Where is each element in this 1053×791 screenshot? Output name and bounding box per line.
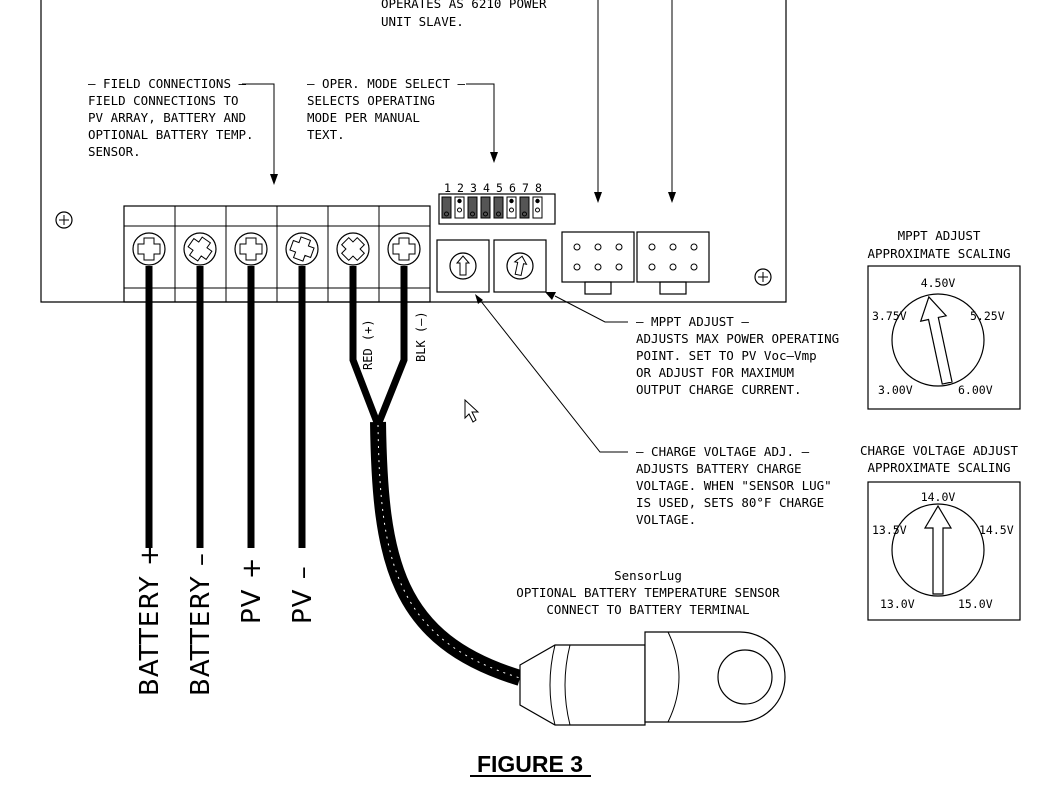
terminal-block (123, 205, 431, 303)
mppt-label-right: 5.25V (970, 309, 1005, 323)
terminal-label-battery-minus: BATTERY – (186, 552, 216, 696)
oper-mode-line-3: TEXT. (307, 127, 345, 142)
mppt-label-left: 3.75V (872, 309, 907, 323)
sensor-cable (349, 266, 523, 686)
charge-scale-title-2: APPROXIMATE SCALING (868, 460, 1011, 475)
terminal-screw-icon (183, 232, 217, 266)
field-connections-line-3: OPTIONAL BATTERY TEMP. (88, 127, 254, 142)
dip-switch[interactable]: 1 2 3 4 5 6 7 8 (438, 181, 556, 225)
terminal-label-battery-plus: BATTERY + (135, 543, 165, 696)
top-note-line-1: OPERATES AS 6210 POWER (381, 0, 547, 11)
charge-note-title: – CHARGE VOLTAGE ADJ. – (636, 444, 810, 459)
charge-label-bottom-right: 15.0V (958, 597, 993, 611)
charge-label-top: 14.0V (921, 490, 956, 504)
sensorlug-line-1: OPTIONAL BATTERY TEMPERATURE SENSOR (516, 585, 780, 600)
dip-label: 2 (457, 181, 464, 195)
terminal-screw-icon (234, 232, 268, 266)
sensorlug-icon (519, 631, 786, 726)
wire-label-red: RED (+) (361, 319, 375, 370)
oper-mode-line-2: MODE PER MANUAL (307, 110, 420, 125)
charge-scale-panel: CHARGE VOLTAGE ADJUST APPROXIMATE SCALIN… (860, 443, 1021, 621)
figure-title: FIGURE 3 (477, 751, 583, 777)
oper-mode-line-1: SELECTS OPERATING (307, 93, 435, 108)
enclosure-screw-icon (754, 268, 772, 286)
mppt-pot[interactable] (493, 239, 547, 293)
sensorlug-name: SensorLug (614, 568, 682, 583)
mppt-scale-title-1: MPPT ADJUST (898, 228, 981, 243)
dip-label: 8 (535, 181, 542, 195)
mppt-note-line-3: OR ADJUST FOR MAXIMUM (636, 365, 794, 380)
terminal-screw-icon (336, 232, 370, 266)
sensorlug-line-2: CONNECT TO BATTERY TERMINAL (546, 602, 749, 617)
mppt-label-bottom-right: 6.00V (958, 383, 993, 397)
dip-label: 7 (522, 181, 529, 195)
mppt-label-top: 4.50V (921, 276, 956, 290)
enclosure-outline (40, 0, 787, 303)
dip-label: 1 (444, 181, 451, 195)
field-connections-line-1: FIELD CONNECTIONS TO (88, 93, 239, 108)
terminal-screw-icon (285, 232, 319, 266)
charge-note-line-3: IS USED, SETS 80°F CHARGE (636, 495, 824, 510)
slave-connector (561, 231, 635, 295)
dip-label: 5 (496, 181, 503, 195)
oper-mode-title: – OPER. MODE SELECT – (307, 76, 466, 91)
mppt-note-line-2: POINT. SET TO PV Voc–Vmp (636, 348, 817, 363)
dip-label: 6 (509, 181, 516, 195)
slave-connector (636, 231, 710, 295)
dip-label: 4 (483, 181, 490, 195)
mppt-note-line-1: ADJUSTS MAX POWER OPERATING (636, 331, 839, 346)
mppt-scale-title-2: APPROXIMATE SCALING (868, 246, 1011, 261)
charge-note-line-2: VOLTAGE. WHEN "SENSOR LUG" (636, 478, 832, 493)
field-connections-line-2: PV ARRAY, BATTERY AND (88, 110, 246, 125)
charge-note-line-1: ADJUSTS BATTERY CHARGE (636, 461, 802, 476)
field-wires (145, 266, 306, 548)
dip-label: 3 (470, 181, 477, 195)
mppt-label-bottom-left: 3.00V (878, 383, 913, 397)
mppt-note-title: – MPPT ADJUST – (636, 314, 749, 329)
mppt-scale-panel: MPPT ADJUST APPROXIMATE SCALING 4.50V 3.… (867, 228, 1021, 410)
field-connections-title: – FIELD CONNECTIONS – (88, 76, 247, 91)
terminal-screw-icon (132, 232, 166, 266)
charge-voltage-pot[interactable] (436, 239, 490, 293)
top-note-line-2: UNIT SLAVE. (381, 14, 464, 29)
charge-label-right: 14.5V (979, 523, 1014, 537)
terminal-label-pv-minus: PV – (288, 565, 318, 624)
field-connections-line-4: SENSOR. (88, 144, 141, 159)
mouse-cursor-icon (464, 398, 480, 423)
enclosure-screw-icon (55, 211, 73, 229)
mppt-note-line-4: OUTPUT CHARGE CURRENT. (636, 382, 802, 397)
charge-label-left: 13.5V (872, 523, 907, 537)
charge-scale-title-1: CHARGE VOLTAGE ADJUST (860, 443, 1019, 458)
charge-label-bottom-left: 13.0V (880, 597, 915, 611)
terminal-screw-icon (387, 232, 421, 266)
terminal-label-pv-plus: PV + (237, 556, 267, 624)
wire-label-blk: BLK (–) (414, 311, 428, 362)
charge-note-line-4: VOLTAGE. (636, 512, 696, 527)
